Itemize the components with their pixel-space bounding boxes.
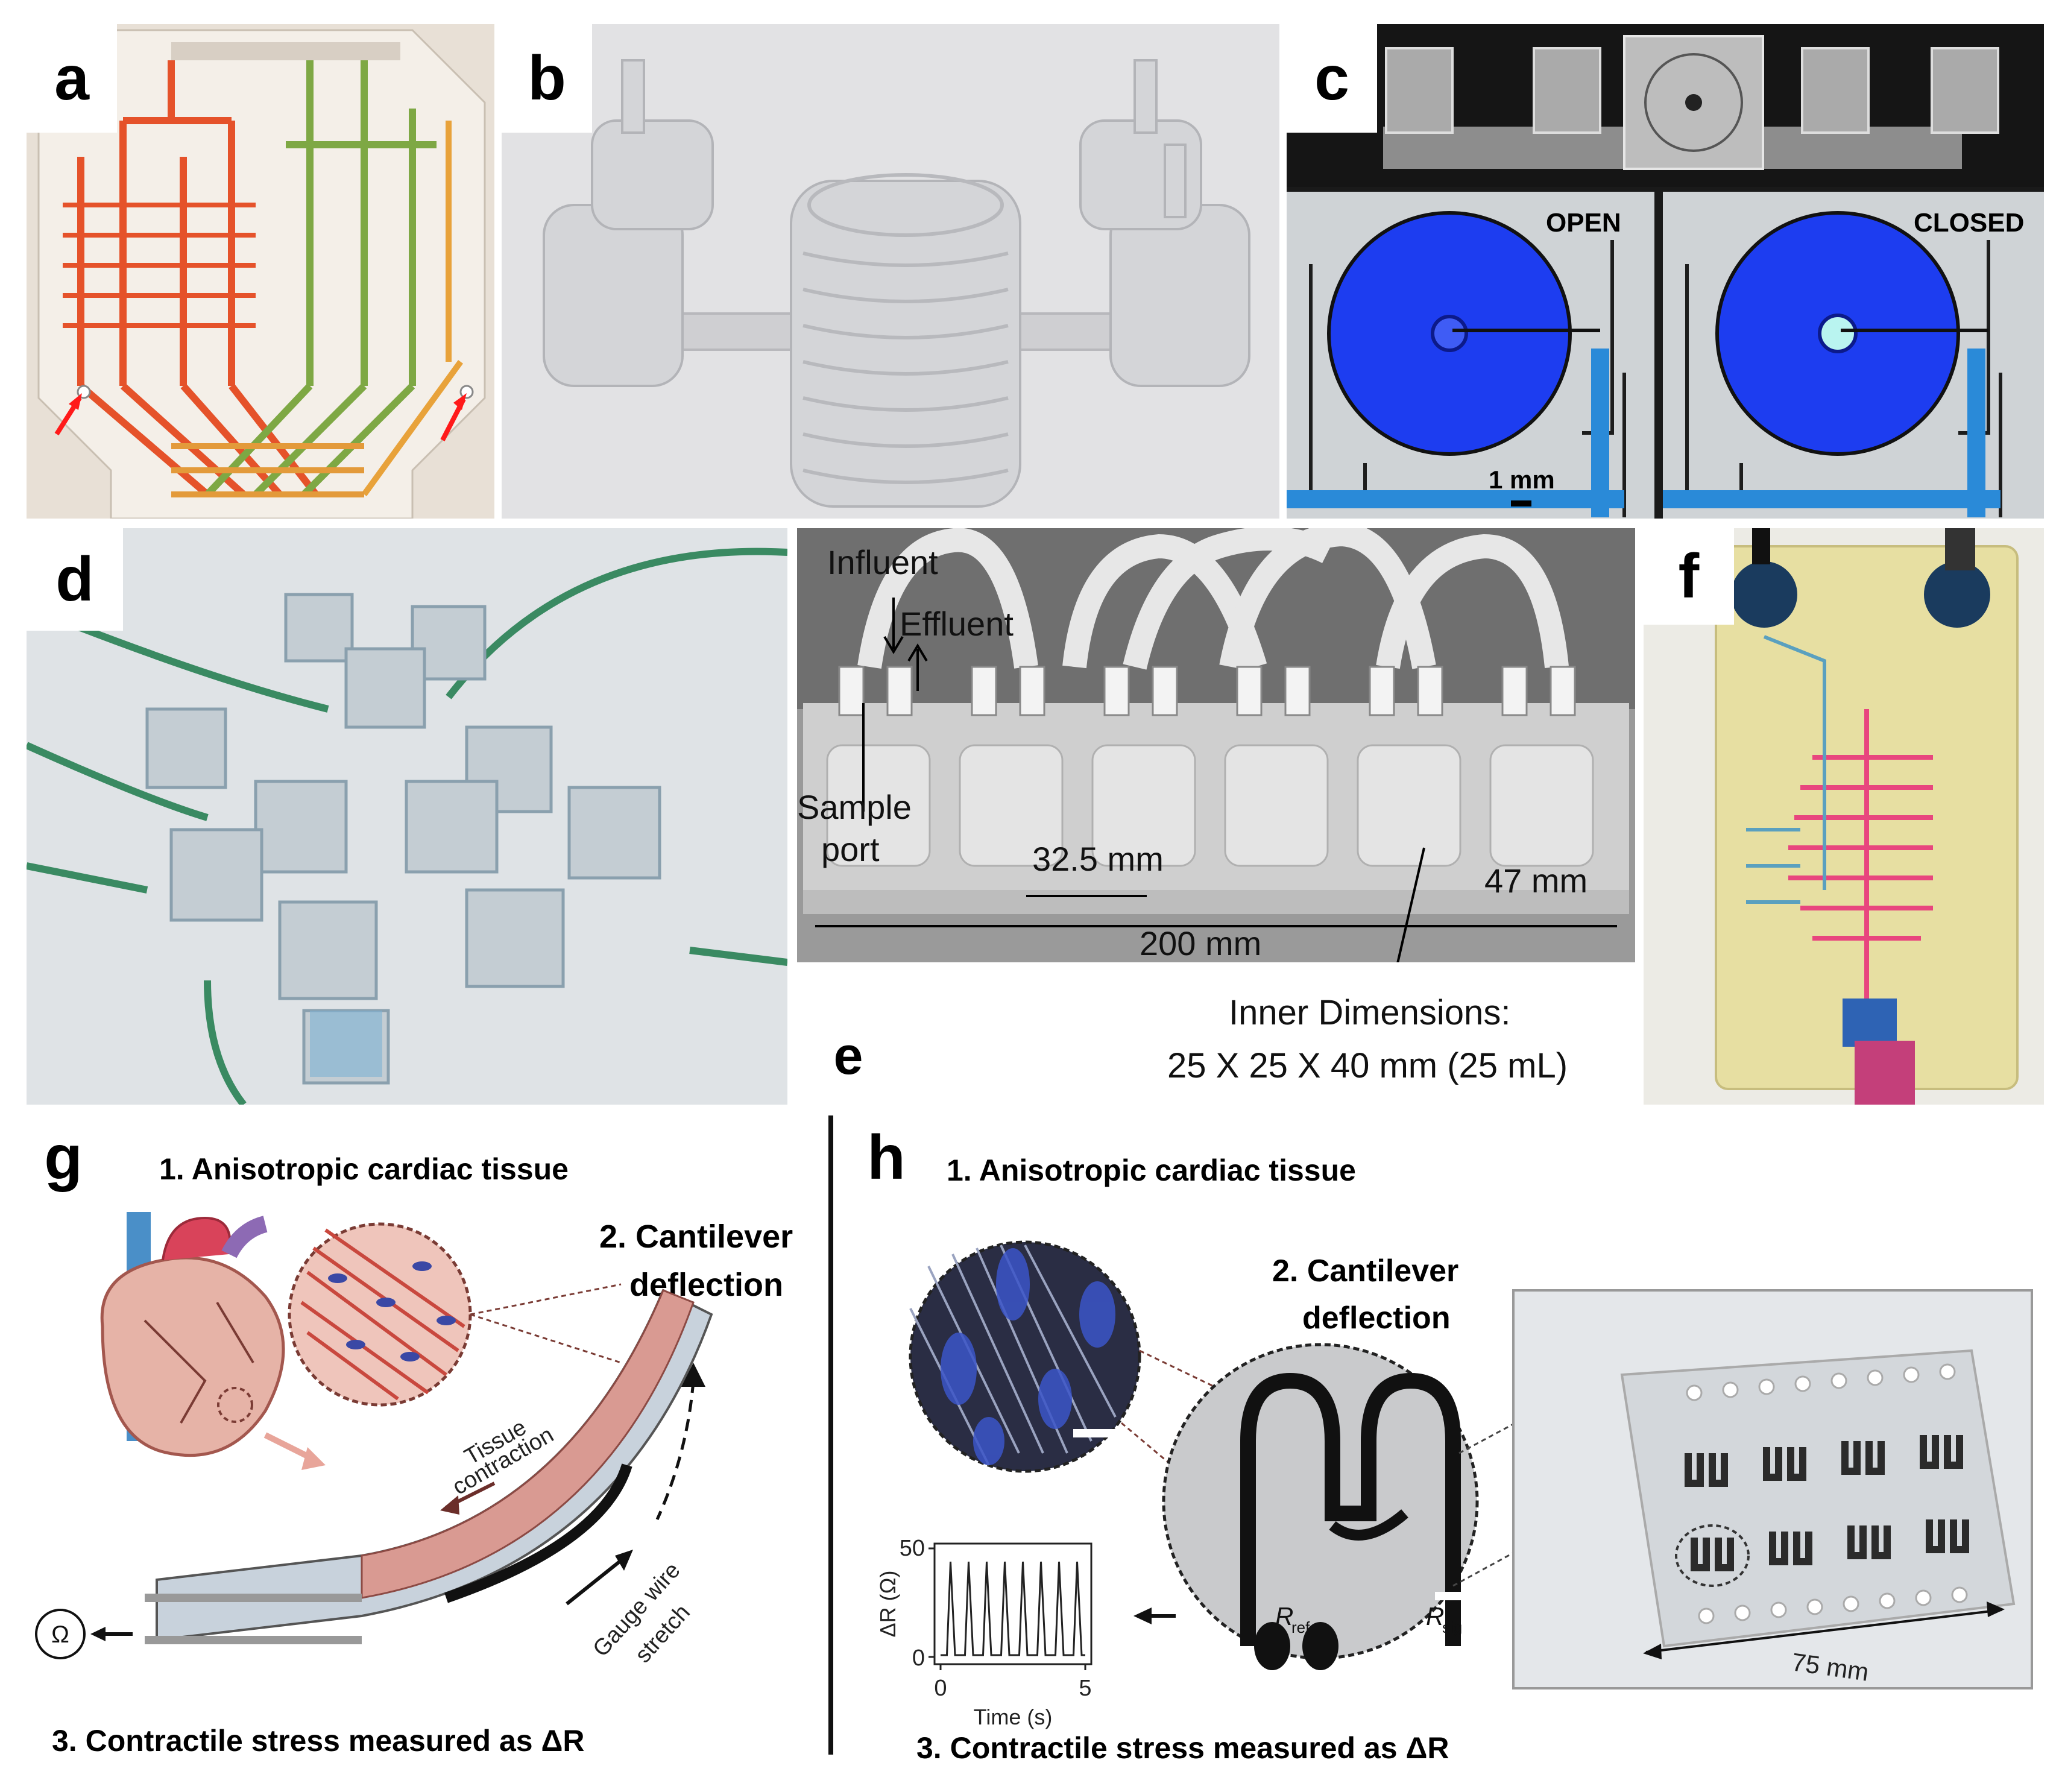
panel-c: OPEN CLOSED 1 mm c xyxy=(1287,24,2044,519)
panel-a-letter: a xyxy=(27,24,117,133)
panel-b-letter: b xyxy=(502,24,592,133)
panel-h-step2-line1: 2. Cantilever xyxy=(1272,1254,1459,1289)
plot-xtick-5: 5 xyxy=(1079,1676,1091,1701)
panel-g-schematic: Ω Tissue contraction Gauge wire stretch xyxy=(35,1212,713,1668)
panel-a-device-photo xyxy=(27,24,494,519)
panel-e-effluent-label: Effluent xyxy=(900,605,1014,643)
plot-trace xyxy=(941,1561,1085,1656)
panel-e-letter: e xyxy=(815,1023,881,1089)
panel-g-step1: 1. Anisotropic cardiac tissue xyxy=(159,1152,569,1186)
panel-b: b xyxy=(502,24,1279,519)
panel-c-letter: c xyxy=(1287,24,1377,133)
panel-e-dim-47: 47 mm xyxy=(1484,862,1588,900)
panel-e-influent-label: Influent xyxy=(827,543,938,581)
plot-ytick-0: 0 xyxy=(912,1645,925,1671)
panel-d-modular-device-photo xyxy=(27,528,787,1105)
panel-c-closed-valve xyxy=(1663,192,2044,519)
panel-f-letter: f xyxy=(1644,528,1734,625)
panel-h-resistance-plot: 50 0 0 5 Time (s) ΔR (Ω) xyxy=(875,1536,1092,1729)
panel-c-scale-label: 1 mm xyxy=(1489,465,1555,494)
panel-c-device-photo xyxy=(1287,24,2044,187)
panel-b-device-photo xyxy=(502,24,1279,519)
panel-e-inner-dim-line2: 25 X 25 X 40 mm (25 mL) xyxy=(1167,1046,1568,1085)
panel-e-sample-port-line1: Sample xyxy=(797,788,912,826)
panel-h-schematic: R ref R sig 75 mm xyxy=(909,1240,2033,1689)
panel-e-sample-port-line2: port xyxy=(821,830,880,868)
panel-h-r-ref: R xyxy=(1275,1602,1293,1630)
plot-frame xyxy=(933,1542,1092,1665)
plot-ylabel: ΔR (Ω) xyxy=(875,1571,900,1638)
panel-c-open-label: OPEN xyxy=(1546,208,1621,238)
panel-g-letter: g xyxy=(24,1115,102,1200)
panel-h-r-sig: R xyxy=(1426,1602,1444,1630)
panel-c-scale-bar xyxy=(1511,500,1531,506)
panel-g: g 1. Anisotropic cardiac tissue 2. Canti… xyxy=(24,1115,826,1779)
panel-e-inner-dim-line1: Inner Dimensions: xyxy=(1229,993,1511,1032)
panel-h-letter: h xyxy=(850,1115,922,1200)
panel-divider xyxy=(828,1115,833,1755)
panel-a: a xyxy=(27,24,494,519)
panel-h-step3: 3. Contractile stress measured as ΔR xyxy=(916,1731,1449,1765)
panel-e-dim-200: 200 mm xyxy=(1140,924,1262,962)
plot-ytick-50: 50 xyxy=(900,1536,925,1561)
panel-g-step2-line2: deflection xyxy=(629,1267,784,1303)
panel-e-reactor-photo xyxy=(797,528,1635,962)
panel-g-step3: 3. Contractile stress measured as ΔR xyxy=(52,1724,585,1758)
panel-d: d xyxy=(27,528,787,1105)
panel-h-r-sig-sub: sig xyxy=(1442,1618,1462,1636)
panel-h-r-ref-sub: ref xyxy=(1291,1618,1310,1636)
panel-h: h 1. Anisotropic cardiac tissue 2. Canti… xyxy=(838,1115,2050,1779)
panel-g-step2-line1: 2. Cantilever xyxy=(599,1219,793,1255)
panel-c-closed-label: CLOSED xyxy=(1914,208,2025,238)
panel-f: f xyxy=(1644,528,2044,1105)
panel-e-dim-32: 32.5 mm xyxy=(1032,840,1164,878)
panel-d-letter: d xyxy=(27,528,123,631)
panel-h-step1: 1. Anisotropic cardiac tissue xyxy=(947,1153,1356,1187)
panel-h-step2-line2: deflection xyxy=(1302,1301,1451,1336)
panel-c-open-valve xyxy=(1287,192,1654,519)
plot-xtick-0: 0 xyxy=(934,1676,947,1701)
plot-xlabel: Time (s) xyxy=(974,1705,1053,1729)
panel-e: Influent Effluent Sample port 32.5 mm 47… xyxy=(797,528,1635,1105)
panel-g-ohm-symbol: Ω xyxy=(51,1621,69,1648)
